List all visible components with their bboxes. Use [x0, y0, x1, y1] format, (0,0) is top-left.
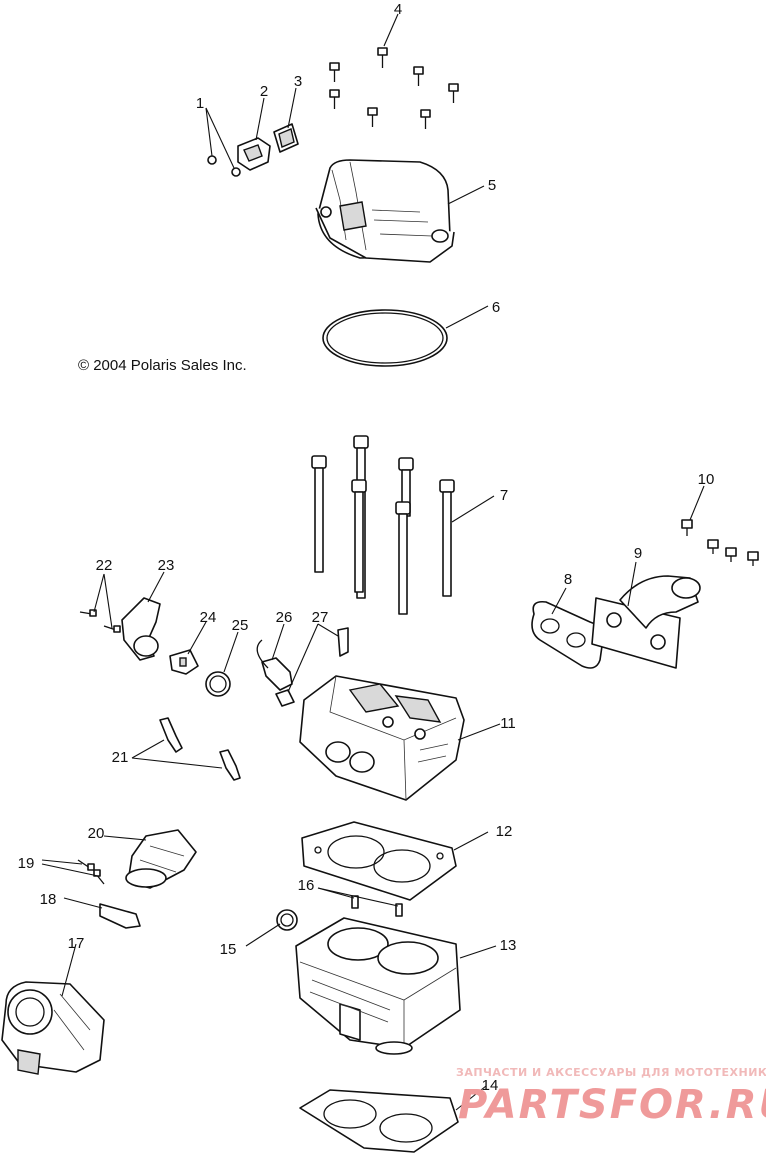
temp-sensor-26	[256, 639, 293, 691]
callout-7: 7	[500, 487, 508, 504]
callout-9: 9	[634, 545, 642, 562]
throttle-body	[1, 981, 105, 1075]
sensor-27	[275, 627, 349, 707]
head-cover-bolts	[329, 47, 459, 129]
exhaust-manifold-parts	[531, 519, 759, 669]
copyright-text: © 2004 Polaris Sales Inc.	[78, 357, 247, 374]
watermark-tagline: ЗАПЧАСТИ И АКСЕССУАРЫ ДЛЯ МОТОТЕХНИКИ	[456, 1066, 766, 1079]
callout-14: 14	[482, 1077, 499, 1094]
thermostat-seal	[205, 671, 231, 697]
callout-20: 20	[88, 825, 105, 842]
leader-lines	[41, 13, 705, 1111]
callout-25: 25	[232, 617, 249, 634]
head-gasket	[301, 821, 457, 901]
spark-plugs	[159, 717, 241, 781]
cylinder-plug	[276, 909, 298, 931]
callout-6: 6	[492, 299, 500, 316]
callout-11: 11	[500, 715, 516, 732]
callout-23: 23	[158, 557, 175, 574]
callout-27: 27	[312, 609, 329, 626]
intake-boot	[125, 829, 197, 889]
breather-valve-parts	[207, 123, 299, 177]
callout-15: 15	[220, 941, 237, 958]
valve-cover	[315, 159, 455, 263]
cylinder-block	[295, 917, 461, 1055]
callout-26: 26	[276, 609, 293, 626]
sensor-18	[99, 903, 141, 929]
watermark-brand: PARTSFOR.RU	[458, 1082, 766, 1128]
callout-24: 24	[200, 609, 217, 626]
callout-8: 8	[564, 571, 572, 588]
callout-5: 5	[488, 177, 496, 194]
cylinder-head	[299, 675, 465, 801]
callout-numbers: 1 2 3 4 5 6 7 8 9 10 11 12 13 14 15 16 1…	[18, 1, 715, 1094]
callout-16: 16	[298, 877, 315, 894]
watermark: ЗАПЧАСТИ И АКСЕССУАРЫ ДЛЯ МОТОТЕХНИКИ PA…	[456, 1066, 766, 1128]
callout-19: 19	[18, 855, 35, 872]
callout-3: 3	[294, 73, 302, 90]
callout-17: 17	[68, 935, 85, 952]
thermostat	[169, 649, 199, 675]
cylinder-head-bolts	[311, 435, 455, 615]
callout-22: 22	[96, 557, 113, 574]
callout-1: 1	[196, 95, 204, 112]
callout-2: 2	[260, 83, 268, 100]
callout-13: 13	[500, 937, 517, 954]
base-gasket	[299, 1089, 459, 1153]
dowel-pins	[351, 895, 403, 917]
water-outlet	[79, 597, 161, 661]
cover-seal-ring	[322, 309, 448, 367]
callout-18: 18	[40, 891, 57, 908]
callout-21: 21	[112, 749, 129, 766]
callout-10: 10	[698, 471, 715, 488]
callout-12: 12	[496, 823, 513, 840]
callout-4: 4	[394, 1, 402, 18]
